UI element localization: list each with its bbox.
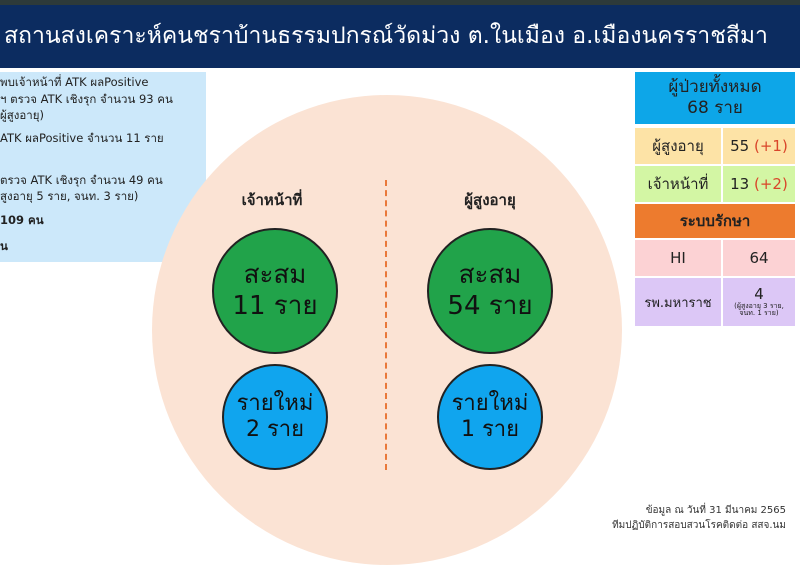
value: 54 ราย xyxy=(447,291,533,321)
staff-header: เจ้าหน้าที่ xyxy=(241,191,303,209)
value: 11 ราย xyxy=(232,291,318,321)
total-label: ผู้ป่วยทั้งหมด xyxy=(668,77,762,97)
elderly-delta: (+1) xyxy=(754,137,788,155)
hospital-note: (ผู้สูงอายุ 3 ราย, จนท. 1 ราย) xyxy=(734,301,784,318)
hi-value: 64 xyxy=(749,249,769,267)
label: สะสม xyxy=(458,259,522,290)
treatment-header-row: ระบบรักษา xyxy=(635,204,795,240)
staff-value: 13 xyxy=(730,175,750,193)
team-credit: ทีมปฏิบัติการสอบสวนโรคติดต่อ สสจ.นม xyxy=(612,520,786,531)
info-line: ผู้สูงอายุ) xyxy=(0,108,44,122)
header-photo-strip xyxy=(0,0,800,6)
info-panel: พบเจ้าหน้าที่ ATK ผลPositive ัฯ ตรวจ ATK… xyxy=(0,72,206,262)
info-line: ัฯ ตรวจ ATK เชิงรุก จำนวน 93 คน xyxy=(0,92,173,106)
elderly-cumulative: สะสม 54 ราย xyxy=(427,228,553,354)
summary-circle xyxy=(152,95,622,565)
staff-label: เจ้าหน้าที่ xyxy=(635,166,723,202)
info-line: สูงอายุ 5 ราย, จนท. 3 ราย) xyxy=(0,189,139,203)
hospital-label: รพ.มหาราช xyxy=(635,278,723,326)
hospital-row: รพ.มหาราช 4 (ผู้สูงอายุ 3 ราย, จนท. 1 รา… xyxy=(635,278,795,328)
info-line: ตรวจ ATK เชิงรุก จำนวน 49 คน xyxy=(0,173,163,187)
label: รายใหม่ xyxy=(236,390,314,416)
elderly-label: ผู้สูงอายุ xyxy=(635,128,723,164)
staff-row: เจ้าหน้าที่ 13 (+2) xyxy=(635,166,795,204)
elderly-row: ผู้สูงอายุ 55 (+1) xyxy=(635,128,795,166)
total-row: ผู้ป่วยทั้งหมด 68 ราย xyxy=(635,72,795,126)
info-line: น xyxy=(0,239,8,253)
staff-cumulative: สะสม 11 ราย xyxy=(212,228,338,354)
info-line: 109 คน xyxy=(0,213,44,227)
elderly-new: รายใหม่ 1 ราย xyxy=(437,364,543,470)
hi-row: HI 64 xyxy=(635,240,795,278)
divider xyxy=(385,180,387,470)
label: สะสม xyxy=(243,259,307,290)
elderly-header: ผู้สูงอายุ xyxy=(464,191,516,209)
treatment-header: ระบบรักษา xyxy=(679,212,751,230)
data-date: ข้อมูล ณ วันที่ 31 มีนาคม 2565 xyxy=(645,505,786,516)
info-line: พบเจ้าหน้าที่ ATK ผลPositive xyxy=(0,75,149,89)
footer: ข้อมูล ณ วันที่ 31 มีนาคม 2565 ทีมปฏิบัต… xyxy=(612,503,786,533)
elderly-value: 55 xyxy=(730,137,750,155)
info-line: ATK ผลPositive จำนวน 11 ราย xyxy=(0,131,164,145)
value: 1 ราย xyxy=(460,417,520,442)
total-value: 68 ราย xyxy=(687,98,743,118)
hi-label: HI xyxy=(635,240,723,276)
hospital-value: 4 xyxy=(754,285,764,304)
staff-new: รายใหม่ 2 ราย xyxy=(222,364,328,470)
summary-table: ผู้ป่วยทั้งหมด 68 ราย ผู้สูงอายุ 55 (+1)… xyxy=(635,72,795,328)
page-title: สถานสงเคราะห์คนชราบ้านธรรมปกรณ์วัดม่วง ต… xyxy=(0,5,800,68)
staff-delta: (+2) xyxy=(754,175,788,193)
label: รายใหม่ xyxy=(451,390,529,416)
value: 2 ราย xyxy=(245,417,305,442)
